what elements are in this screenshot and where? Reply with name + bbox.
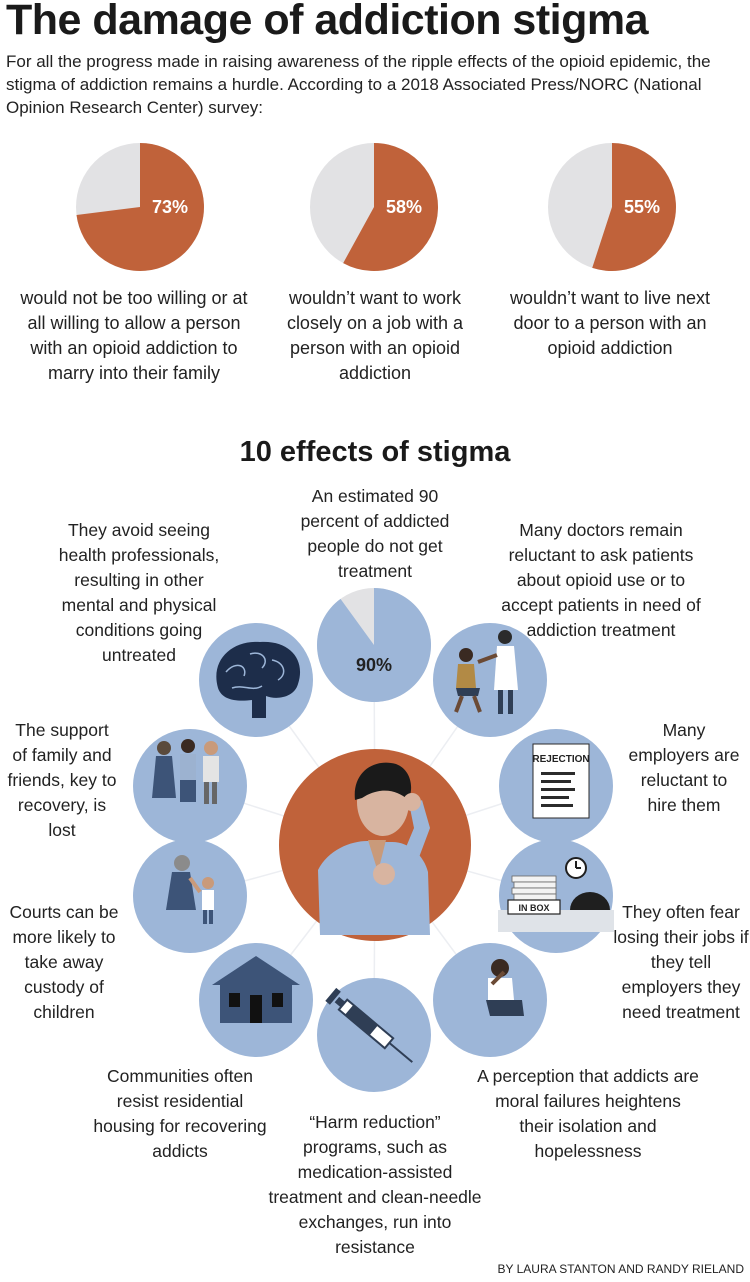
effect-employers-text: Many employers are reluctant to hire the…: [628, 720, 740, 815]
effect-jobs-text: They often fear losing their jobs if the…: [613, 902, 749, 1022]
pie-caption-neighbor: wouldn’t want to live next door to a per…: [509, 288, 711, 358]
rejection-letter-icon: REJECTION: [499, 729, 613, 843]
survey-pies: 73% 58% 55%: [76, 143, 676, 271]
rejection-label: REJECTION: [532, 754, 589, 765]
survey-pie-slice: [343, 143, 439, 271]
pie-caption-work: wouldn’t want to work closely on a job w…: [286, 288, 464, 383]
effect-doctors-text: Many doctors remain reluctant to ask pat…: [501, 520, 701, 640]
syringe-icon: [317, 978, 431, 1092]
infographic-title: The damage of addiction stigma: [6, 0, 649, 44]
survey-pie-label: 73%: [152, 197, 188, 217]
survey-pie-slice: [592, 143, 676, 271]
pie-caption-marry: would not be too willing or at all willi…: [20, 288, 248, 383]
treatment-pie-label: 90%: [356, 655, 392, 675]
inbox-desk-icon: IN BOX: [498, 839, 614, 953]
house-icon: [199, 943, 313, 1057]
family-friends-icon: [133, 729, 247, 843]
doctor-patient-icon: [433, 623, 547, 737]
intro-text: For all the progress made in raising awa…: [6, 52, 711, 117]
byline: BY LAURA STANTON AND RANDY RIELAND: [497, 1262, 744, 1276]
effect-harm-reduction-text: “Harm reduction” programs, such as medic…: [268, 1112, 482, 1257]
effect-custody-text: Courts can be more likely to take away c…: [9, 902, 119, 1022]
brain-icon: [199, 623, 313, 737]
treatment-pie: 90%: [317, 588, 432, 702]
survey-pie-label: 58%: [386, 197, 422, 217]
survey-pie-2: 58%: [310, 143, 439, 271]
survey-pie-1: 73%: [76, 143, 204, 271]
effect-untreated-text: An estimated 90 percent of addicted peop…: [300, 486, 450, 581]
survey-pie-3: 55%: [548, 143, 676, 271]
survey-pie-slice: [76, 143, 204, 271]
survey-pie-label: 55%: [624, 197, 660, 217]
parent-child-icon: [133, 839, 247, 953]
effect-housing-text: Communities often resist residential hou…: [93, 1066, 267, 1161]
isolated-person-icon: [433, 943, 547, 1057]
treatment-pie-slice: [317, 588, 432, 702]
central-worried-person-icon: [279, 749, 471, 941]
effect-family-text: The support of family and friends, key t…: [7, 720, 117, 840]
inbox-label: IN BOX: [518, 903, 549, 913]
effect-health-text: They avoid seeing health professionals, …: [58, 520, 220, 665]
effects-heading: 10 effects of stigma: [239, 436, 511, 468]
effect-moral-text: A perception that addicts are moral fail…: [477, 1066, 699, 1161]
